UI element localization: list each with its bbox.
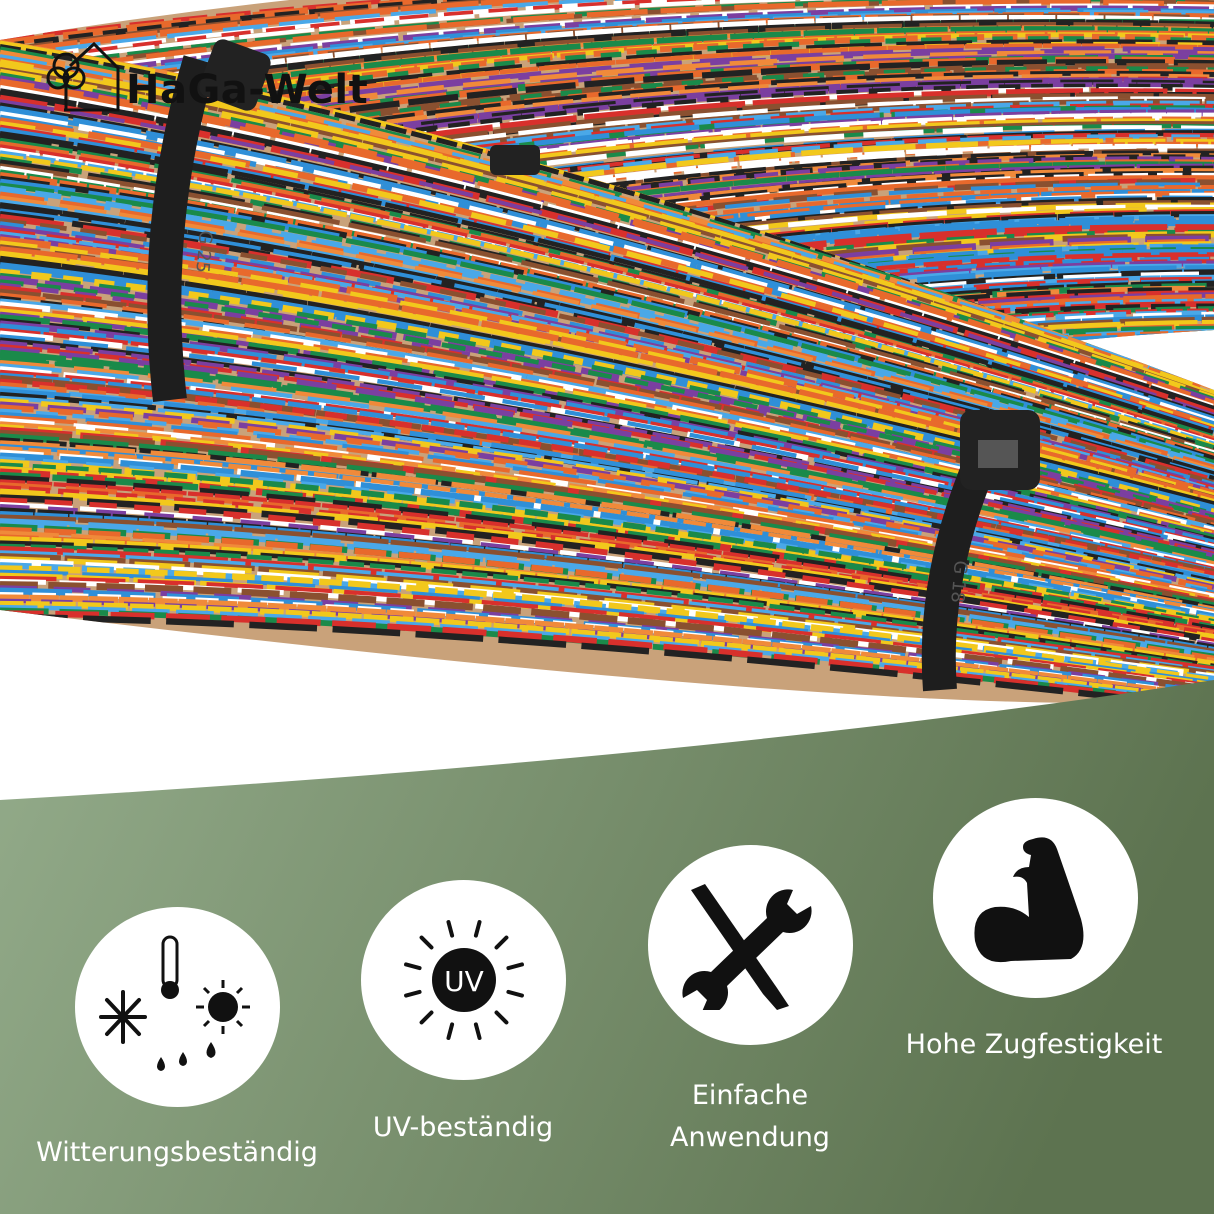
cable-strand <box>0 462 1214 625</box>
cable-strand <box>0 78 1214 408</box>
tie-marking: G 25 <box>191 230 216 274</box>
cable-tie-right: G 18 <box>921 410 1040 692</box>
sun-ray <box>494 1010 508 1025</box>
cable-tie-back <box>490 145 540 175</box>
cable-strand <box>0 163 1214 454</box>
cable-strand <box>0 569 1214 685</box>
cable-strand <box>0 550 1214 674</box>
cable-strand <box>0 0 1214 67</box>
cable-strand <box>0 452 1214 620</box>
cable-strand <box>0 110 1214 426</box>
cable-strand <box>0 144 1214 443</box>
feature-label-line2: Anwendung <box>670 1122 830 1153</box>
house-tree-icon <box>46 41 120 112</box>
cable-strand <box>0 140 1214 441</box>
cable-strand <box>0 138 1214 286</box>
cable-tie-left: G 25 <box>147 39 271 402</box>
cable-strand <box>0 604 1214 704</box>
cable-strand <box>0 433 1214 609</box>
feature-label-line1: Einfache <box>691 1080 809 1111</box>
cable-strand <box>0 600 1214 704</box>
cable-strand <box>0 54 1214 392</box>
cable-strand <box>0 514 1214 654</box>
sun-ray <box>505 962 524 971</box>
cable-strand <box>0 0 1214 50</box>
cable-strand <box>0 485 1214 638</box>
weather-icon <box>75 907 280 1107</box>
cable-strand <box>0 497 1214 646</box>
cable-strand <box>0 565 1214 684</box>
cable-strand <box>0 363 1214 568</box>
cable-strand <box>0 260 1214 509</box>
cable-strand <box>0 543 1214 671</box>
brand-name: HaGa-Welt <box>126 67 369 113</box>
feature-label: Hohe Zugfestigkeit <box>905 1029 1163 1060</box>
cable-strand <box>0 488 1214 640</box>
cable-strand <box>0 82 1214 408</box>
cable-strand <box>0 105 1214 421</box>
cable-strand <box>0 408 1214 593</box>
feature-label: UV-beständig <box>372 1112 554 1143</box>
sun-ray <box>473 920 482 938</box>
cable-strand <box>0 610 1214 704</box>
cable-strand <box>0 0 1214 57</box>
uv-sun-icon: UV <box>361 880 566 1080</box>
feature-label: Witterungsbeständig <box>36 1137 318 1168</box>
cable-strand <box>0 404 1214 592</box>
cable-strand <box>0 0 1214 80</box>
sun-ray <box>473 1022 482 1040</box>
cable-strand <box>0 581 1214 694</box>
tools-icon <box>648 845 853 1045</box>
sun-ray <box>445 1022 454 1040</box>
cable-strand <box>0 153 1214 449</box>
cable-strand <box>0 475 1214 633</box>
sun-ray <box>419 1010 433 1025</box>
cable-strand <box>0 411 1214 595</box>
sun-ray <box>445 920 454 938</box>
sun-ray <box>403 989 422 998</box>
cable-strand <box>0 440 1214 612</box>
cable-strand <box>0 594 1214 701</box>
cable-strand <box>0 526 1214 662</box>
cable-strand <box>0 0 1214 70</box>
cable-strand <box>0 131 1214 436</box>
sun-ray <box>403 962 422 971</box>
cable-strand <box>0 388 1214 583</box>
cable-strand <box>0 378 1214 578</box>
cable-strand <box>0 414 1214 597</box>
flexed-arm-icon <box>933 798 1138 998</box>
uv-text: UV <box>444 965 484 998</box>
cable-strand <box>0 0 1214 60</box>
brand-logo: HaGa-Welt <box>44 40 368 112</box>
sun-ray <box>419 935 433 950</box>
cable-strand <box>0 63 1214 397</box>
cable-strand <box>0 121 1214 431</box>
cable-strand <box>0 575 1214 689</box>
cable-strand <box>0 99 1214 417</box>
cable-strand <box>0 479 1214 634</box>
cable-strand <box>0 613 1214 704</box>
sun-ray <box>494 935 508 950</box>
sun-ray <box>505 989 524 998</box>
cable-strand <box>0 417 1214 600</box>
tie-marking: G 18 <box>946 560 971 604</box>
cable-strand <box>0 57 1214 393</box>
cable-strand <box>0 39 1214 137</box>
